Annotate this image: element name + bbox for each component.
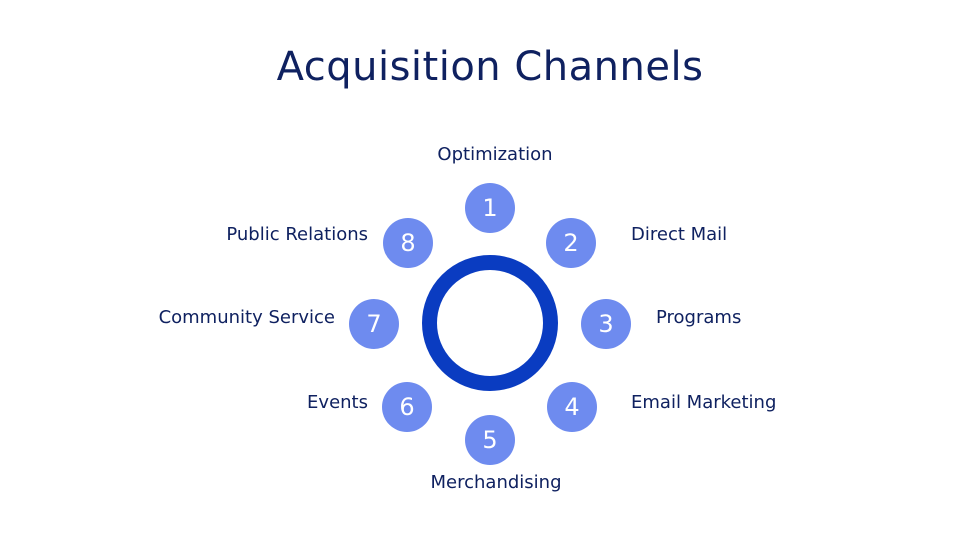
center-ring — [422, 255, 558, 391]
channel-label-2: Direct Mail — [631, 224, 728, 245]
channel-node-1: 1 — [465, 183, 515, 233]
channel-label-1: Optimization — [437, 144, 553, 165]
channel-node-2: 2 — [546, 218, 596, 268]
channel-node-8: 8 — [383, 218, 433, 268]
channel-label-7: Community Service — [158, 307, 335, 328]
channel-node-6: 6 — [382, 382, 432, 432]
channel-node-7: 7 — [349, 299, 399, 349]
page-title: Acquisition Channels — [276, 44, 704, 90]
channel-label-5: Merchandising — [430, 472, 562, 493]
channel-node-3: 3 — [581, 299, 631, 349]
channel-node-4: 4 — [547, 382, 597, 432]
channel-label-4: Email Marketing — [631, 392, 777, 413]
channel-node-5: 5 — [465, 415, 515, 465]
channel-label-6: Events — [307, 392, 368, 413]
channel-label-3: Programs — [656, 307, 742, 328]
channel-label-8: Public Relations — [226, 224, 368, 245]
